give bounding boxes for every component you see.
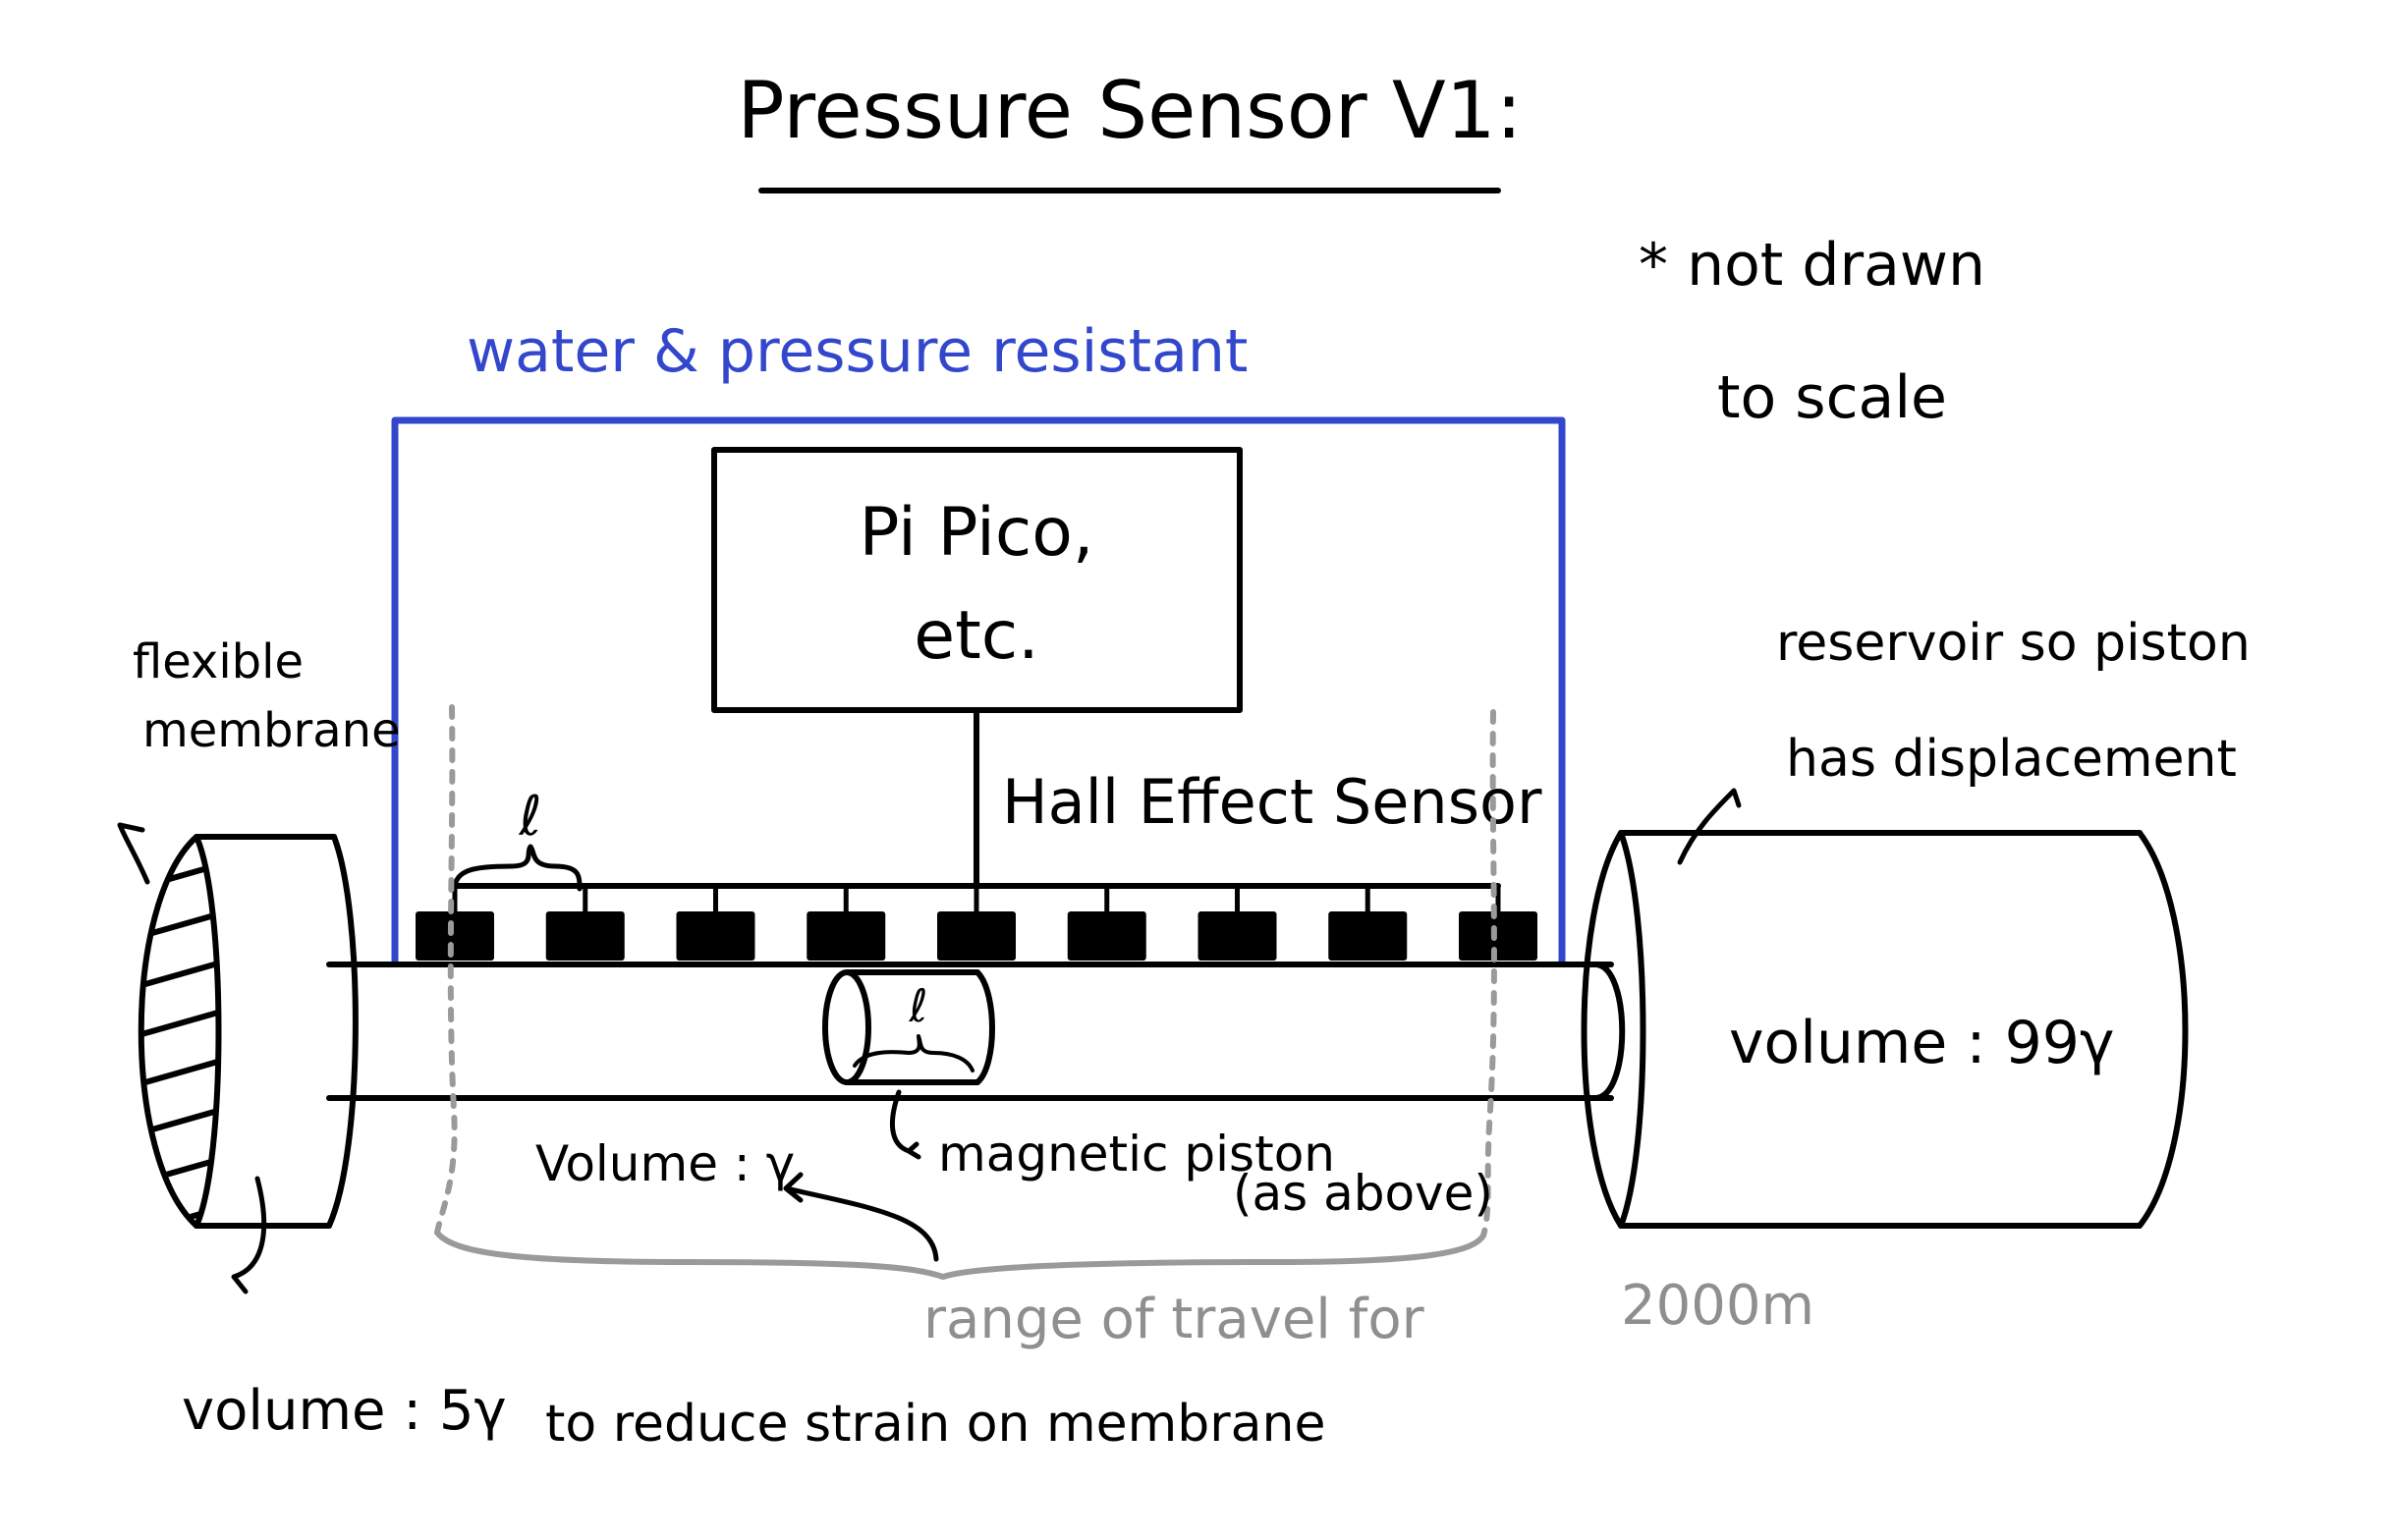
spacing-label: ℓ xyxy=(518,785,541,849)
reservoir-label-line2: has displacement xyxy=(1786,730,2237,789)
sensor-group xyxy=(416,886,1537,961)
hall-sensor xyxy=(545,911,625,961)
piston-length-label: ℓ xyxy=(908,979,927,1032)
tube-volume-arrow xyxy=(783,1172,939,1262)
membrane-volume-pointer xyxy=(231,1176,267,1294)
hall-sensor xyxy=(1067,911,1146,961)
controller-line2: etc. xyxy=(914,597,1039,675)
reservoir-back xyxy=(2137,830,2189,1229)
controller-line1: Pi Pico, xyxy=(859,494,1093,572)
piston-label-line2: (as above) xyxy=(1233,1165,1493,1222)
piston-body xyxy=(844,969,980,1085)
reservoir-volume-label: volume : 99γ xyxy=(1729,1009,2115,1077)
piston-pointer xyxy=(889,1089,921,1160)
note-line2: to scale xyxy=(1717,363,1947,432)
travel-left-limit xyxy=(434,704,458,1236)
spacing-brace xyxy=(452,844,583,892)
membrane-pointer xyxy=(117,822,150,885)
hall-sensor xyxy=(676,911,755,961)
enclosure-outline xyxy=(391,416,1566,966)
enclosure-label: water & pressure resistant xyxy=(467,317,1248,386)
hall-sensor xyxy=(807,911,886,961)
tube-volume-label: Volume : γ xyxy=(535,1135,795,1192)
membrane-label-line1: flexible xyxy=(133,634,304,689)
hall-sensor xyxy=(1459,911,1537,961)
hall-sensor xyxy=(416,911,494,961)
travel-right-limit xyxy=(1480,709,1497,1238)
travel-depth: 2000m xyxy=(1621,1274,1814,1338)
reservoir-label-line1: reservoir so piston xyxy=(1776,614,2251,673)
piston-length-brace xyxy=(853,1034,975,1072)
membrane-volume-note: to reduce strain on membrane xyxy=(545,1395,1326,1454)
title: Pressure Sensor V1: xyxy=(737,65,1522,156)
membrane-volume-label: volume : 5γ xyxy=(182,1379,507,1443)
hall-sensor xyxy=(937,911,1016,961)
membrane-label-line2: membrane xyxy=(142,703,401,758)
membrane-face xyxy=(138,834,222,1229)
piston-front-face xyxy=(822,969,871,1085)
note-line1: * not drawn xyxy=(1639,231,1985,300)
hall-sensor xyxy=(1328,911,1408,961)
sensor-label: Hall Effect Sensor xyxy=(1002,766,1542,838)
piston-back-edge xyxy=(975,969,995,1085)
travel-brace xyxy=(434,1230,1486,1280)
hall-sensor xyxy=(1198,911,1277,961)
reservoir-pointer xyxy=(1677,788,1742,865)
piston-label-line1: magnetic piston xyxy=(938,1126,1335,1182)
membrane-chamber-back xyxy=(326,834,359,1229)
tube-end-cap xyxy=(1593,962,1626,1101)
travel-label: range of travel for xyxy=(923,1288,1425,1351)
reservoir-front xyxy=(1581,830,1646,1229)
